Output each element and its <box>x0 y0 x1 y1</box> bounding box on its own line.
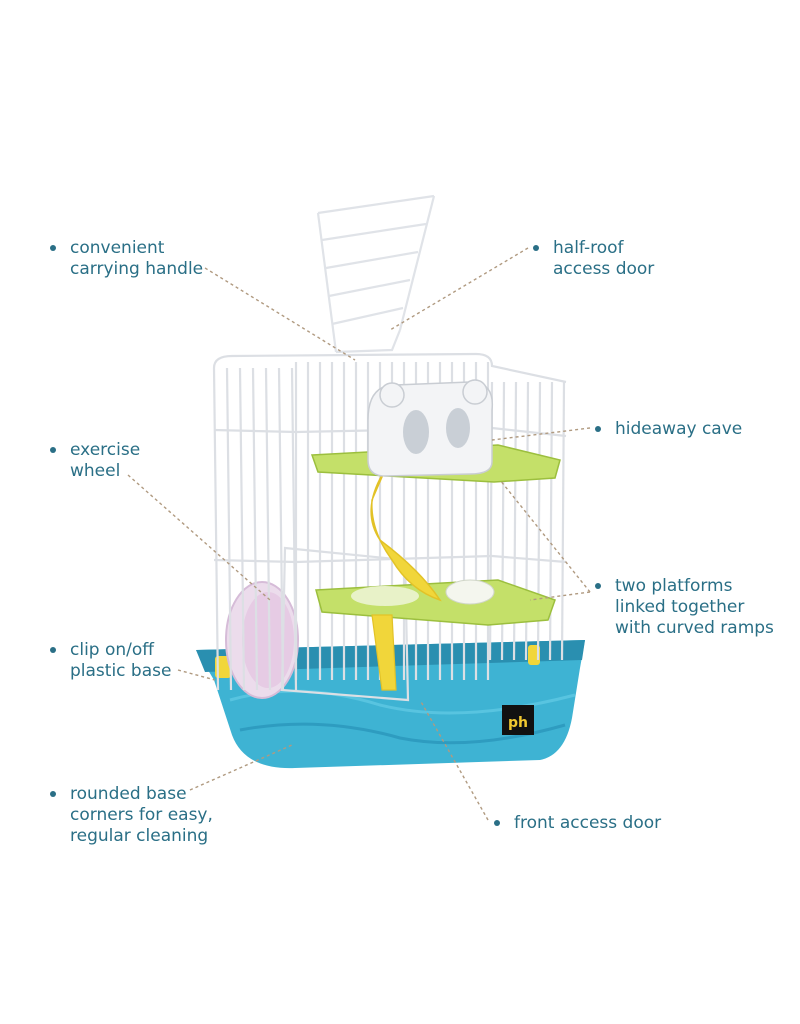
label-line: convenient <box>70 238 165 258</box>
leader-lines <box>127 247 591 821</box>
leader-wheel <box>127 474 271 601</box>
label-line: access door <box>553 259 655 279</box>
leader-roof <box>389 247 529 331</box>
label-line: with curved ramps <box>615 618 774 638</box>
lower-platform <box>315 579 556 626</box>
label-line: exercise <box>70 440 141 460</box>
label-half-roof-door: half-roof access door <box>533 238 655 280</box>
label-line: half-roof <box>553 238 624 258</box>
leader-handle <box>204 267 356 361</box>
label-line: plastic base <box>70 661 172 681</box>
bullet-icon <box>533 245 539 251</box>
label-line: corners for easy, <box>70 805 213 825</box>
label-carrying-handle: convenient carrying handle <box>50 238 204 280</box>
leader-corners <box>189 744 293 791</box>
cage-wire <box>238 367 246 691</box>
cage-wire <box>491 554 567 564</box>
label-line: linked together <box>615 597 745 617</box>
carrying-handle <box>316 194 436 354</box>
curved-ramp <box>370 469 442 691</box>
bullet-icon <box>50 245 56 251</box>
label-line: hideaway cave <box>615 419 743 439</box>
cage-wire <box>212 367 220 691</box>
label-line: clip on/off <box>70 640 155 660</box>
bullet-icon <box>595 583 601 589</box>
leader-base <box>177 669 216 681</box>
bullet-icon <box>50 447 56 453</box>
brand-logo <box>502 705 534 735</box>
label-clip-base: clip on/off plastic base <box>50 640 172 682</box>
leader-platforms-2 <box>529 591 591 601</box>
leader-front-door <box>419 699 489 821</box>
cage-wire <box>225 367 233 691</box>
label-line: front access door <box>514 813 662 833</box>
base-clip-left <box>215 656 231 678</box>
label-line: two platforms <box>615 576 733 596</box>
cage-wire <box>213 428 297 434</box>
label-rounded-corners: rounded base corners for easy, regular c… <box>50 784 213 847</box>
cage-wire <box>560 381 566 661</box>
bullet-icon <box>595 426 601 432</box>
cage-wire <box>264 367 272 691</box>
front-access-door <box>280 546 410 702</box>
cage-wire <box>548 381 554 661</box>
brand-logo-text: ph <box>508 715 528 731</box>
label-front-access-door: front access door <box>494 813 662 834</box>
cage-wire <box>251 367 259 691</box>
bullet-icon <box>494 820 500 826</box>
leader-platforms-1 <box>499 479 591 593</box>
label-hideaway-cave: hideaway cave <box>595 419 743 440</box>
bullet-icon <box>50 647 56 653</box>
label-two-platforms: two platforms linked together with curve… <box>595 576 774 639</box>
cage-wire <box>213 558 297 564</box>
cage-wire <box>491 426 567 438</box>
label-line: rounded base <box>70 784 187 804</box>
label-exercise-wheel: exercise wheel <box>50 440 141 482</box>
label-line: wheel <box>70 461 121 481</box>
exercise-wheel <box>225 581 299 699</box>
bullet-icon <box>50 791 56 797</box>
label-line: regular cleaning <box>70 826 209 846</box>
label-line: carrying handle <box>70 259 204 279</box>
cage-top-frame <box>212 352 567 384</box>
leader-cave <box>491 427 591 441</box>
hideaway-cave <box>367 379 494 477</box>
